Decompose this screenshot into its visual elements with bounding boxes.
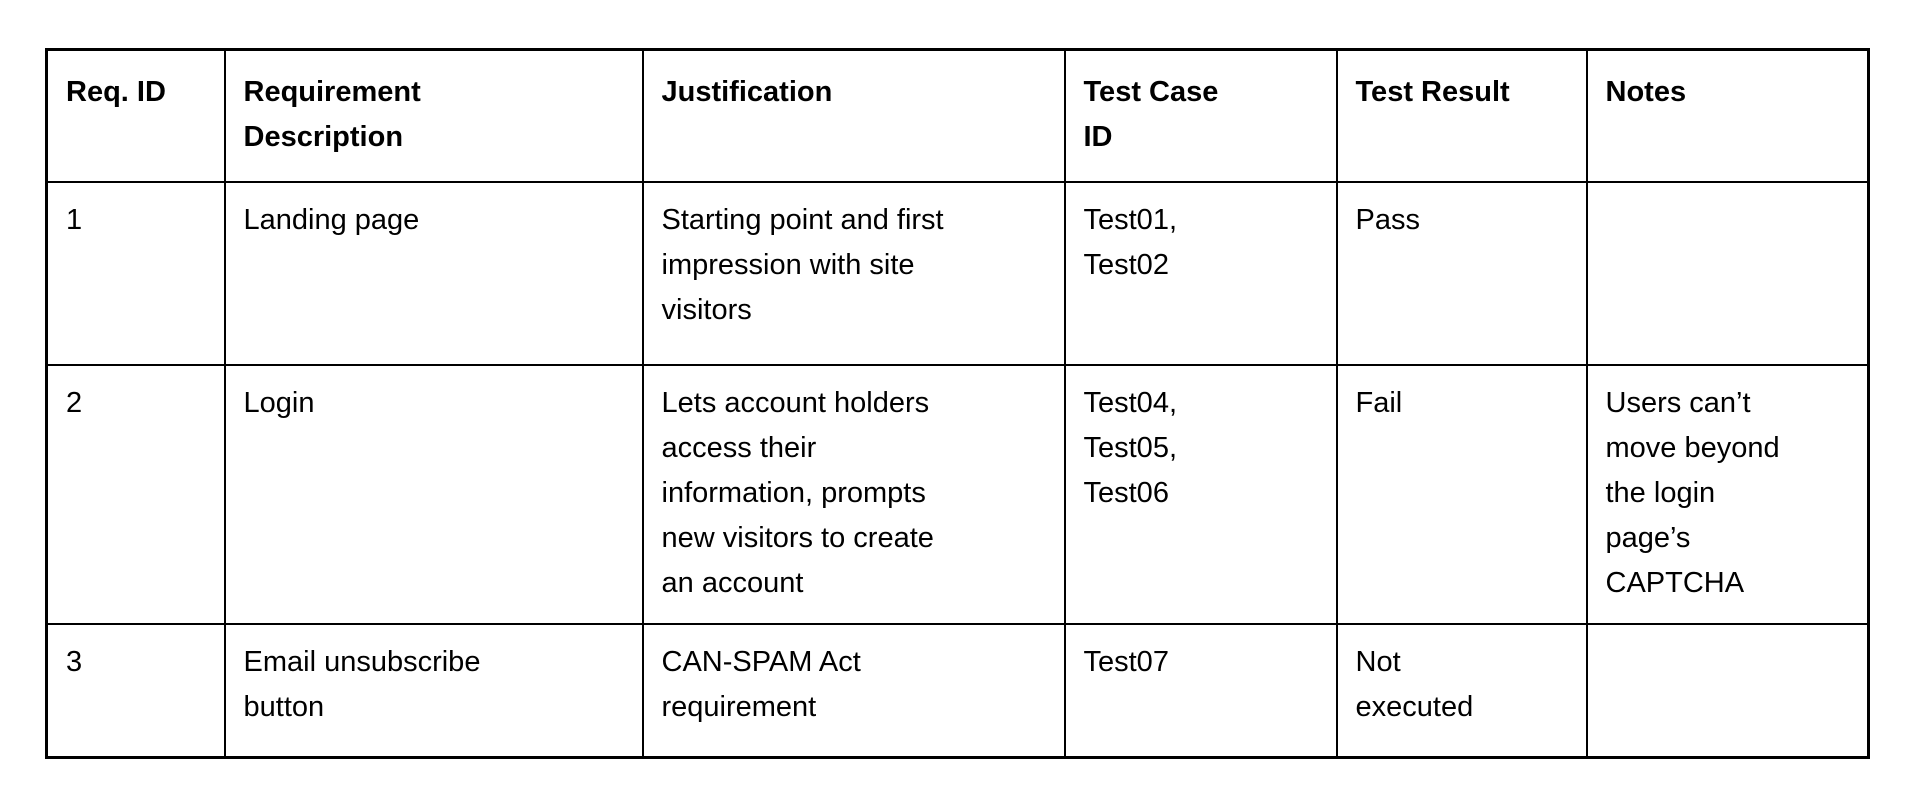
cell-justification: Lets account holders access their inform… [641,363,1066,625]
cell-test-result: Pass [1335,180,1588,366]
cell-requirement-description: Login [223,363,644,625]
cell-test-case-id: Test07 [1063,622,1338,759]
cell-requirement-description: Landing page [223,180,644,366]
header-test-case-id: Test Case ID [1063,48,1338,183]
requirements-traceability-table: Req. ID Requirement Description Justific… [45,48,1870,759]
header-req-id: Req. ID [45,48,226,183]
cell-test-case-id: Test01, Test02 [1063,180,1338,366]
cell-req-id: 1 [45,180,226,366]
cell-requirement-description: Email unsubscribe button [223,622,644,759]
cell-notes [1585,180,1870,366]
cell-justification: Starting point and first impression with… [641,180,1066,366]
table-row: 1 Landing page Starting point and first … [45,180,1870,366]
header-requirement-description: Requirement Description [223,48,644,183]
table-row: 2 Login Lets account holders access thei… [45,363,1870,625]
table-header-row: Req. ID Requirement Description Justific… [45,48,1870,183]
cell-test-result: Not executed [1335,622,1588,759]
cell-req-id: 2 [45,363,226,625]
header-notes: Notes [1585,48,1870,183]
cell-justification: CAN-SPAM Act requirement [641,622,1066,759]
header-justification: Justification [641,48,1066,183]
header-test-result: Test Result [1335,48,1588,183]
cell-notes: Users can’t move beyond the login page’s… [1585,363,1870,625]
cell-req-id: 3 [45,622,226,759]
cell-test-result: Fail [1335,363,1588,625]
cell-notes [1585,622,1870,759]
cell-test-case-id: Test04, Test05, Test06 [1063,363,1338,625]
table-row: 3 Email unsubscribe button CAN-SPAM Act … [45,622,1870,759]
